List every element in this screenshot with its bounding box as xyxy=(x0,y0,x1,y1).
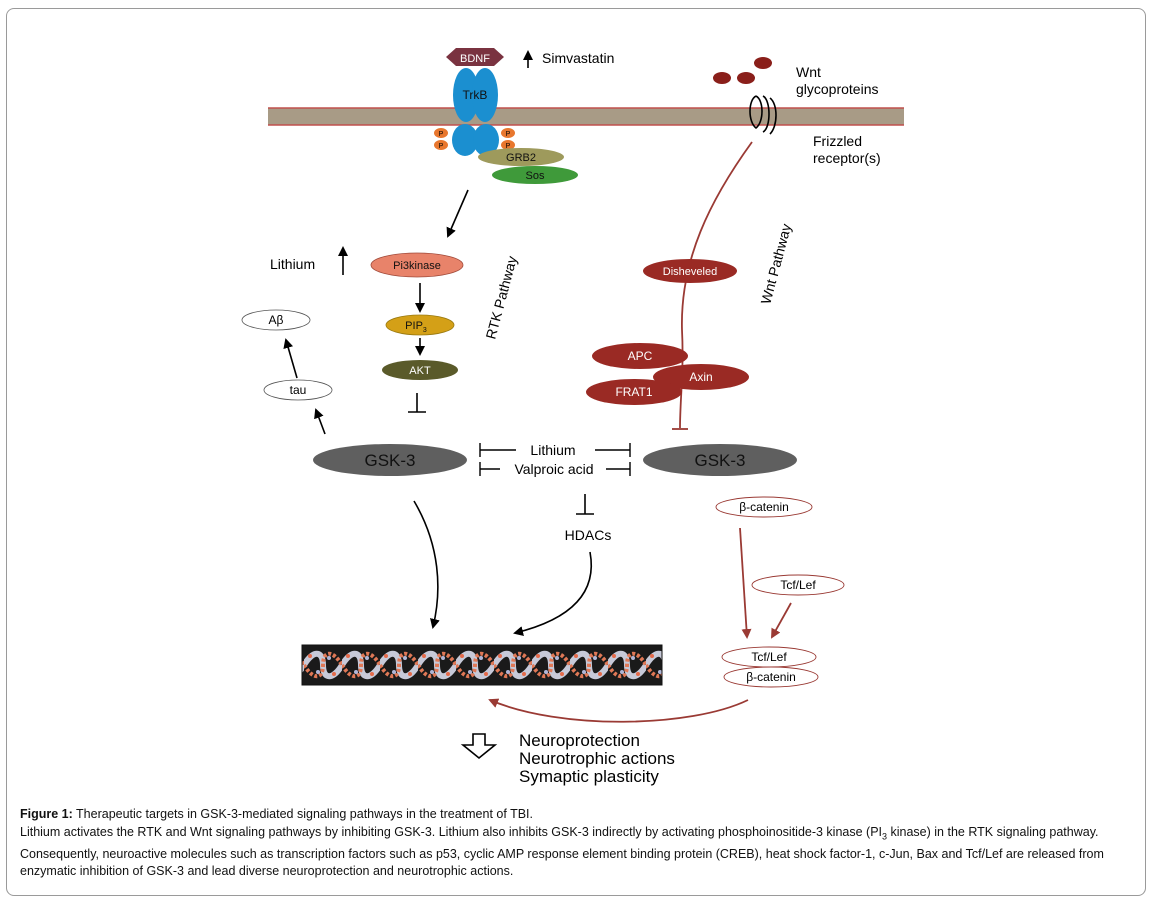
dna-helix xyxy=(301,644,663,686)
center-inhibitors: Lithium Valproic acid xyxy=(479,442,631,515)
wnt-glycoproteins: Wnt glycoproteins xyxy=(713,57,879,97)
svg-text:BDNF: BDNF xyxy=(460,53,490,65)
cell-membrane xyxy=(268,107,904,126)
apc-node: APC xyxy=(592,343,688,369)
svg-text:APC: APC xyxy=(628,349,653,363)
svg-text:TrkB: TrkB xyxy=(463,88,488,102)
svg-text:P: P xyxy=(439,143,444,150)
tcflef-node: Tcf/Lef xyxy=(751,574,845,596)
arrow-tcflef-to-complex xyxy=(771,602,792,639)
sos-node: Sos xyxy=(492,166,578,184)
arrow-complex-to-dna xyxy=(488,698,749,723)
svg-text:P: P xyxy=(506,143,511,150)
akt-node: AKT xyxy=(382,360,458,380)
svg-text:glycoproteins: glycoproteins xyxy=(796,81,879,97)
abeta-node: Aβ xyxy=(241,309,311,331)
tcflef-complex-node: Tcf/Lef xyxy=(721,646,817,668)
svg-text:GRB2: GRB2 xyxy=(506,152,536,164)
arrow-tau-to-abeta xyxy=(283,338,298,379)
arrow-gsk3-to-dna xyxy=(413,500,440,629)
lithium-activator-label: Lithium xyxy=(270,246,348,275)
outcome-neuroprotection: Neuroprotection xyxy=(519,731,640,750)
svg-text:P: P xyxy=(439,131,444,138)
svg-text:GSK-3: GSK-3 xyxy=(364,451,415,470)
arrow-hdacs-to-dna xyxy=(513,551,593,636)
figure-caption: Figure 1: Therapeutic targets in GSK-3-m… xyxy=(20,806,1140,881)
caption-title: Therapeutic targets in GSK-3-mediated si… xyxy=(72,807,533,821)
svg-text:Valproic acid: Valproic acid xyxy=(514,461,593,477)
pip3-node: PIP3 xyxy=(385,314,455,336)
down-arrow-icon xyxy=(460,733,498,760)
svg-text:Lithium: Lithium xyxy=(270,256,315,272)
svg-text:Pi3kinase: Pi3kinase xyxy=(393,260,441,272)
svg-text:Axin: Axin xyxy=(689,370,712,384)
rtk-pathway-label: RTK Pathway xyxy=(482,254,520,341)
axin-node: Axin xyxy=(653,364,749,390)
caption-body: Lithium activates the RTK and Wnt signal… xyxy=(20,824,1104,879)
hdacs-label: HDACs xyxy=(565,527,612,543)
bdnf-ligand: BDNF xyxy=(446,48,504,66)
bcatenin-complex-node: β-catenin xyxy=(723,666,819,688)
svg-text:tau: tau xyxy=(290,383,307,397)
svg-text:Sos: Sos xyxy=(526,170,545,182)
frat1-node: FRAT1 xyxy=(586,379,682,405)
figure-frame xyxy=(6,8,1146,896)
svg-text:Aβ: Aβ xyxy=(269,313,284,327)
inhibit-akt-gsk3 xyxy=(408,393,426,413)
gsk3-rtk-node: GSK-3 xyxy=(313,444,467,476)
svg-text:Wnt: Wnt xyxy=(796,64,821,80)
outcomes-list: Neuroprotection Neurotrophic actions Sym… xyxy=(519,731,675,786)
pathway-diagram: BDNF Simvastatin TrkB P P P P GRB2 Sos W… xyxy=(241,48,904,786)
svg-text:Tcf/Lef: Tcf/Lef xyxy=(751,650,787,664)
simvastatin-label: Simvastatin xyxy=(523,50,614,68)
grb2-node: GRB2 xyxy=(478,148,564,166)
svg-text:P: P xyxy=(506,131,511,138)
phosphate-groups: P P P P xyxy=(434,128,515,150)
arrow-gsk3-to-tau xyxy=(314,408,326,435)
svg-text:PIP3: PIP3 xyxy=(405,320,427,334)
arrow-sos-to-pi3k xyxy=(446,189,469,238)
trkb-receptor: TrkB xyxy=(452,68,499,156)
outcome-neurotrophic: Neurotrophic actions xyxy=(519,749,675,768)
svg-text:Lithium: Lithium xyxy=(530,442,575,458)
svg-text:FRAT1: FRAT1 xyxy=(615,385,652,399)
pi3kinase-node: Pi3kinase xyxy=(370,252,464,278)
arrow-bcatenin-to-complex xyxy=(739,527,752,639)
svg-text:GSK-3: GSK-3 xyxy=(694,451,745,470)
bcatenin-node: β-catenin xyxy=(715,496,813,518)
svg-text:Frizzled: Frizzled xyxy=(813,133,862,149)
svg-text:Simvastatin: Simvastatin xyxy=(542,50,614,66)
frizzled-receptor: Frizzled receptor(s) xyxy=(749,95,881,166)
svg-text:β-catenin: β-catenin xyxy=(739,500,789,514)
gsk3-wnt-node: GSK-3 xyxy=(643,444,797,476)
svg-text:AKT: AKT xyxy=(409,365,431,377)
outcome-plasticity: Symaptic plasticity xyxy=(519,767,659,786)
svg-text:β-catenin: β-catenin xyxy=(746,670,796,684)
tau-node: tau xyxy=(263,379,333,401)
caption-title-line: Figure 1: Therapeutic targets in GSK-3-m… xyxy=(20,806,1140,824)
wnt-signal-line xyxy=(679,141,753,429)
wnt-pathway-label: Wnt Pathway xyxy=(757,222,794,306)
svg-text:Disheveled: Disheveled xyxy=(663,266,717,278)
svg-text:Tcf/Lef: Tcf/Lef xyxy=(780,578,816,592)
svg-text:receptor(s): receptor(s) xyxy=(813,150,881,166)
caption-label: Figure 1: xyxy=(20,807,73,821)
disheveled-node: Disheveled xyxy=(643,259,737,283)
